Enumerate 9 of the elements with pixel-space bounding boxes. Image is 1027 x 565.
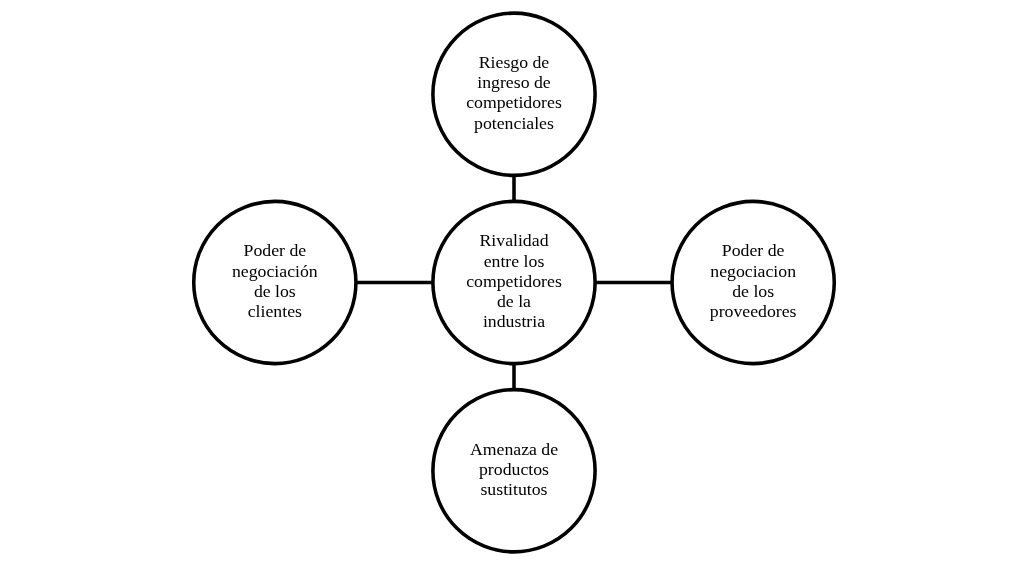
connector xyxy=(511,175,516,202)
connector xyxy=(355,280,433,285)
connector xyxy=(511,364,516,390)
connector xyxy=(594,280,672,285)
node-circle: Poder de negociación de los clientes xyxy=(191,199,358,366)
node-circle: Amenaza de productos sustitutos xyxy=(430,387,597,554)
node-circle: Rivalidad entre los competidores de la industria xyxy=(430,199,597,366)
node-circle: Poder de negociacion de los proveedores xyxy=(669,199,836,366)
node-circle: Riesgo de ingreso de competidores potenciales xyxy=(430,11,597,178)
